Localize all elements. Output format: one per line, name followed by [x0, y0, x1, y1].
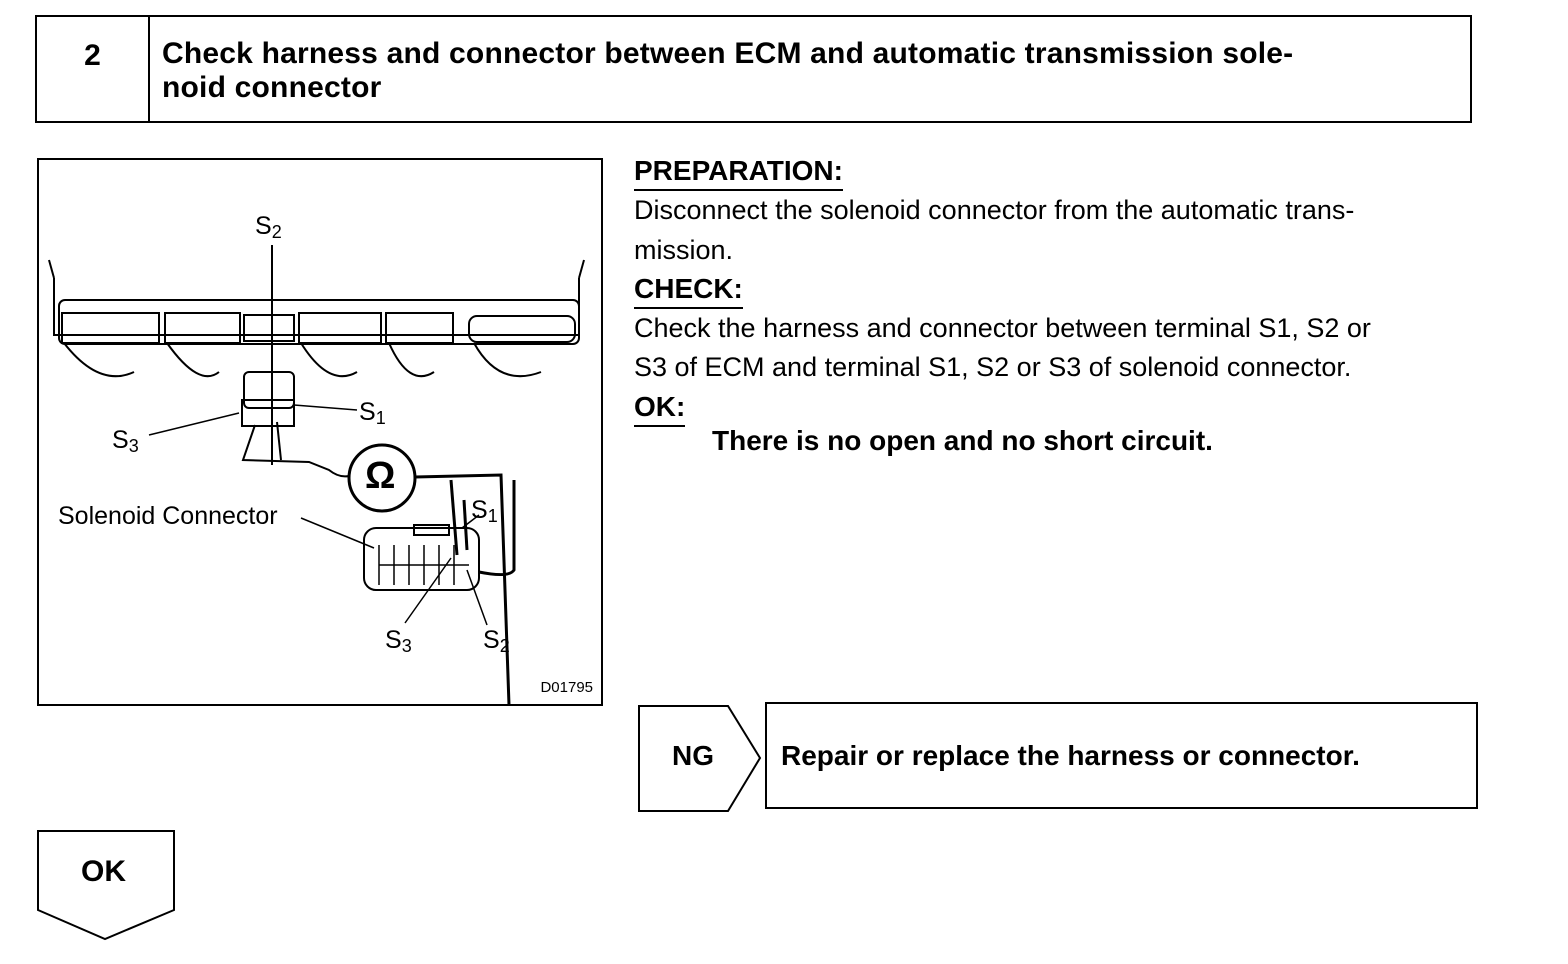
- check-heading: CHECK:: [634, 272, 743, 309]
- step-header: 2 Check harness and connector between EC…: [35, 15, 1472, 123]
- preparation-line-2: mission.: [634, 235, 734, 265]
- label-s1-solenoid: S1: [471, 496, 498, 526]
- step-title-line-2: noid connector: [162, 71, 382, 104]
- step-number: 2: [37, 17, 150, 121]
- label-s3-ecm: S3: [112, 426, 139, 456]
- step-title-line-1: Check harness and connector between ECM …: [162, 37, 1294, 70]
- ok-arrow-icon: [37, 830, 175, 941]
- ok-branch-label: OK: [81, 855, 126, 888]
- label-s2-ecm-top: S2: [255, 212, 282, 242]
- step-title: Check harness and connector between ECM …: [150, 17, 1470, 121]
- check-line-2: S3 of ECM and terminal S1, S2 or S3 of s…: [634, 352, 1352, 382]
- label-s3-solenoid: S3: [385, 626, 412, 656]
- ng-arrow-icon: [638, 705, 762, 812]
- preparation-heading: PREPARATION:: [634, 154, 843, 191]
- label-solenoid-connector: Solenoid Connector: [58, 502, 278, 530]
- ecm-connector-drawing: [48, 245, 585, 704]
- figure-code: D01795: [540, 679, 593, 696]
- ohmmeter-icon: Ω: [365, 455, 396, 497]
- ok-result: There is no open and no short circuit.: [712, 425, 1213, 456]
- ng-action: Repair or replace the harness or connect…: [765, 702, 1478, 809]
- check-line-1: Check the harness and connector between …: [634, 313, 1371, 343]
- label-s2-solenoid: S2: [483, 626, 510, 656]
- ng-label: NG: [672, 740, 714, 771]
- ok-heading: OK:: [634, 390, 686, 427]
- preparation-line-1: Disconnect the solenoid connector from t…: [634, 195, 1355, 225]
- wiring-illustration: S2 S1 S3 S1 S3 S2 Solenoid Connector Ω D…: [37, 158, 603, 706]
- label-s1-ecm: S1: [359, 398, 386, 428]
